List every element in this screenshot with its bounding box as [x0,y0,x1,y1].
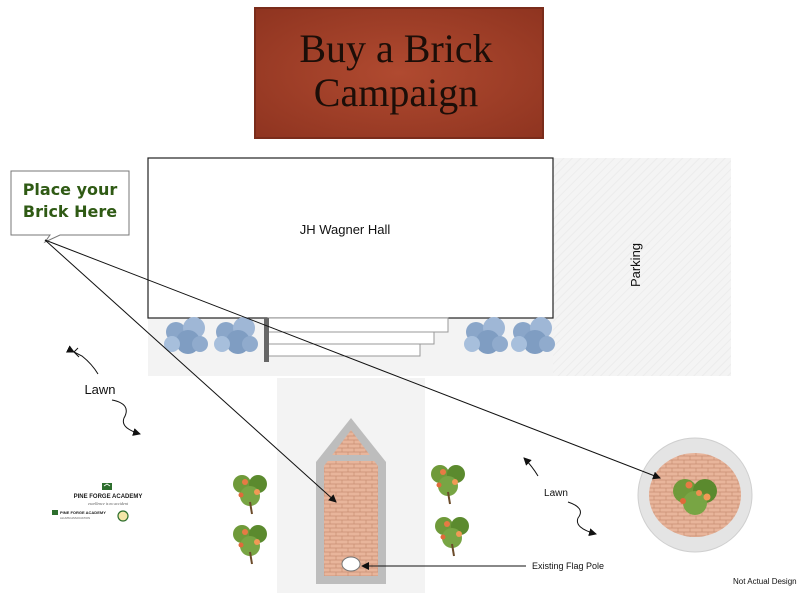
shrub-group-right [464,317,555,354]
seal-icon [117,510,129,522]
planter-flower-plant [673,479,717,515]
brick-walkway [316,418,386,584]
logo-emblem-icon [102,483,112,490]
jh-wagner-hall [147,157,554,319]
parking-label: Parking [628,243,643,287]
alumni-name: PINE FORGE ACADEMY [60,510,106,515]
callout-box: Place your Brick Here [10,170,130,244]
lawn-right-label: Lawn [544,488,568,499]
flower-plants [233,465,469,565]
disclaimer-text: Not Actual Design [733,577,797,586]
callout-line-1: Place your [23,180,118,199]
alumni-emblem-icon [52,510,58,515]
brick-sign: Buy a Brick Campaign [254,7,544,139]
parking-area [553,158,731,376]
circular-brick-planter [637,437,753,553]
pointer-to-walkway [44,239,337,503]
sign-line-2: Campaign [314,70,478,115]
lawn-left: Lawn [65,345,141,436]
lawn-left-label: Lawn [84,382,115,397]
pointer-lines [44,239,661,570]
shrub-group-left [164,317,258,354]
sign-line-1: Buy a Brick [299,26,492,71]
callout-line-2: Brick Here [23,202,117,221]
lawn-right: Lawn [523,457,597,537]
flag-pole-label: Existing Flag Pole [532,561,604,571]
alumni-sub: ALUMNI ASSOCIATION [60,516,90,520]
hall-label: JH Wagner Hall [300,222,391,237]
logo-name: PINE FORGE ACADEMY [74,494,143,500]
logo-tagline: excellence is no accident [88,501,129,506]
flag-pole-base [341,556,361,572]
pointer-to-planter [44,239,661,480]
hall-steps [264,317,449,362]
pine-forge-logo: PINE FORGE ACADEMY excellence is no acci… [52,483,143,522]
